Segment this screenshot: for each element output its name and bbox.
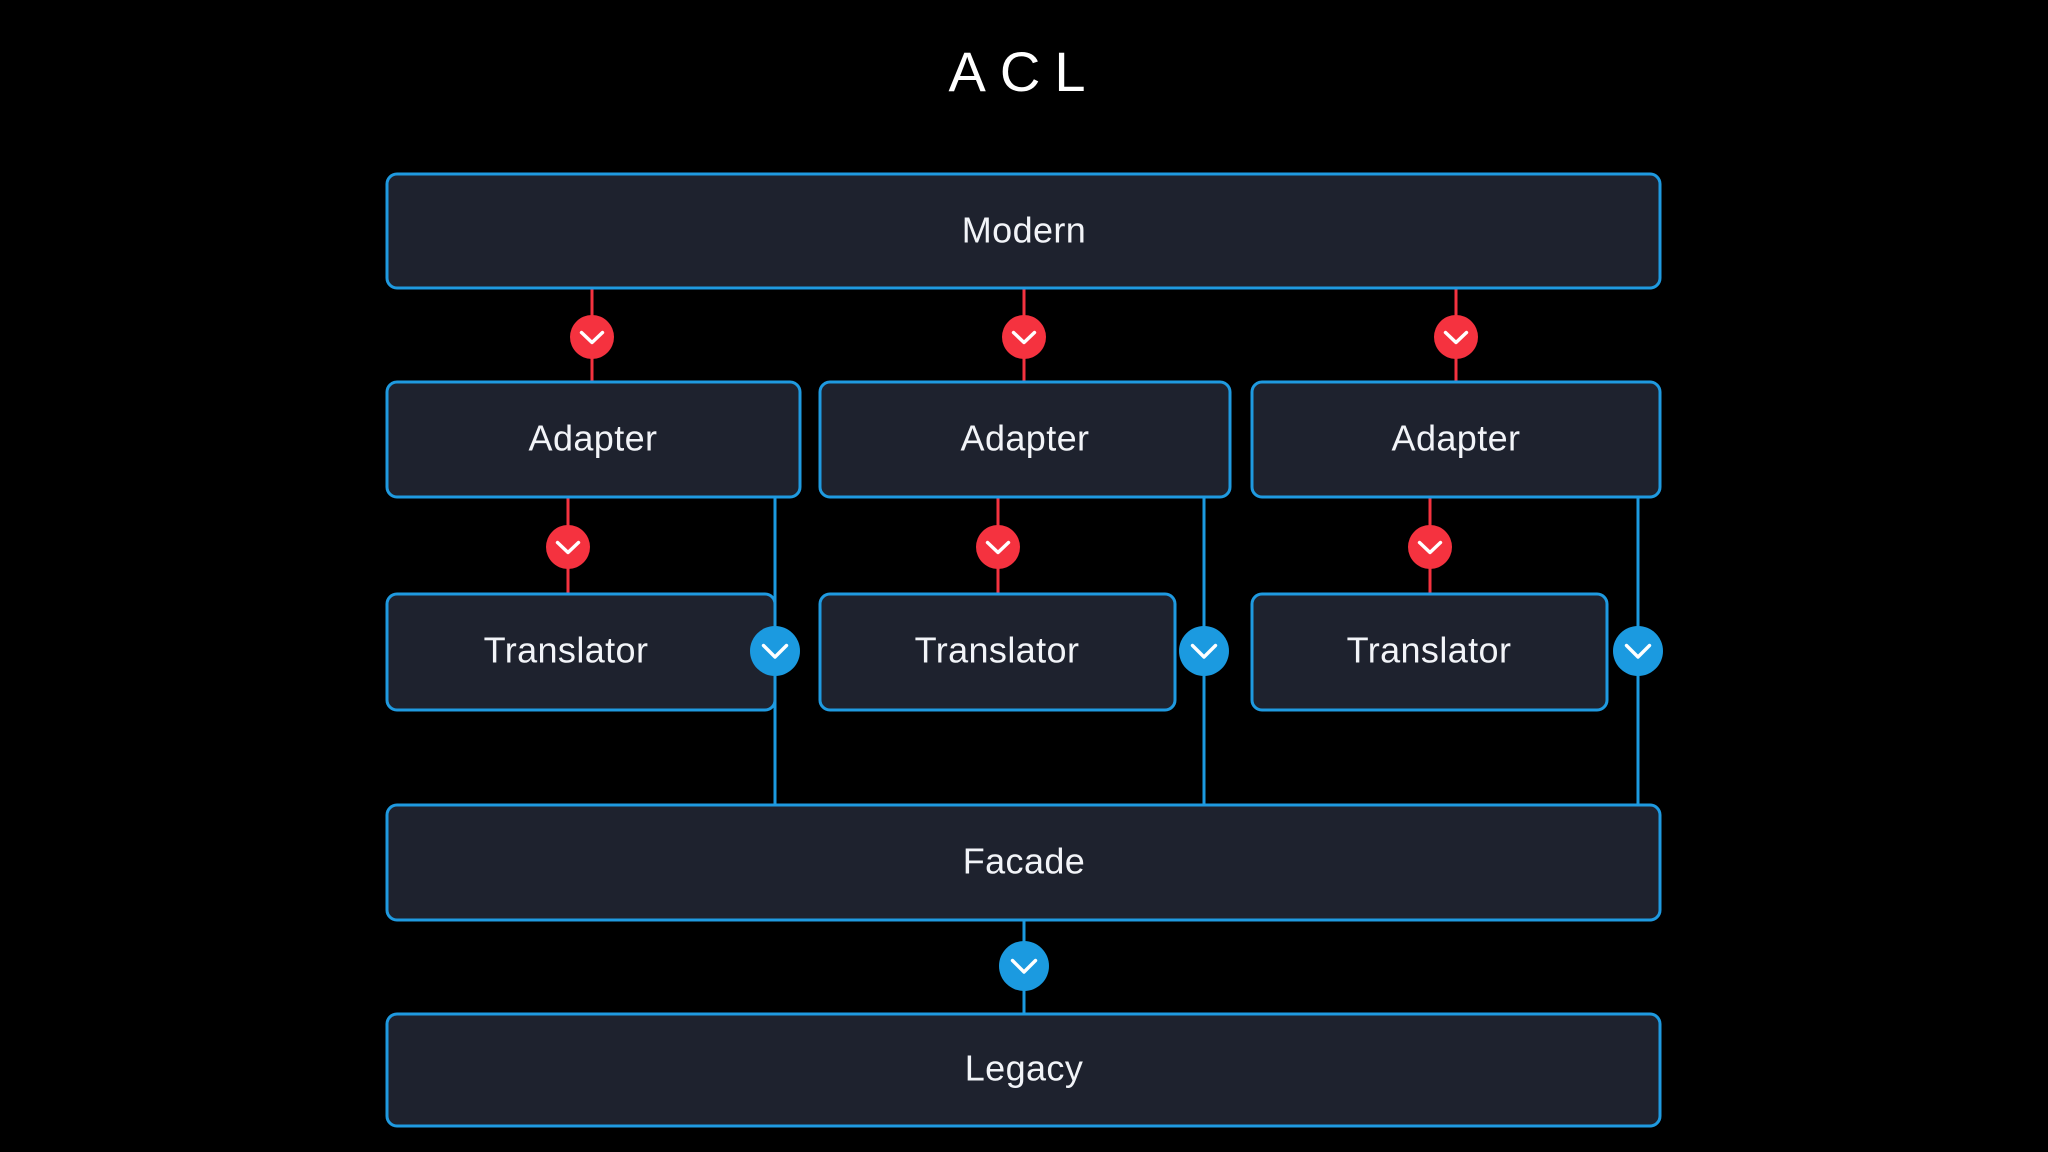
- node-modern-label: Modern: [962, 210, 1086, 251]
- marker-layer: [546, 315, 1663, 991]
- marker-modern-to-adapter-2-circle[interactable]: [1002, 315, 1046, 359]
- chevron-down-icon: [1624, 643, 1652, 659]
- marker-modern-to-adapter-2[interactable]: [1002, 315, 1046, 359]
- marker-modern-to-adapter-1-circle[interactable]: [570, 315, 614, 359]
- node-translator-1[interactable]: Translator: [385, 592, 777, 712]
- node-translator-3-box[interactable]: [1250, 592, 1609, 712]
- marker-facade-to-legacy[interactable]: [999, 941, 1049, 991]
- node-adapter-1-box[interactable]: [385, 380, 802, 499]
- node-modern[interactable]: Modern: [385, 172, 1662, 290]
- node-translator-3[interactable]: Translator: [1250, 592, 1609, 712]
- node-translator-1-label: Translator: [484, 630, 649, 671]
- marker-adapter-3-to-translator-3-circle[interactable]: [1408, 525, 1452, 569]
- node-adapter-2-label: Adapter: [961, 418, 1090, 459]
- marker-adapter-3-to-translator-3[interactable]: [1408, 525, 1452, 569]
- node-legacy[interactable]: Legacy: [385, 1012, 1662, 1128]
- node-legacy-label: Legacy: [965, 1048, 1084, 1089]
- chevron-down-icon: [579, 330, 605, 345]
- node-translator-2[interactable]: Translator: [818, 592, 1177, 712]
- node-adapter-1[interactable]: Adapter: [385, 380, 802, 499]
- chevron-down-icon: [985, 540, 1011, 555]
- chevron-down-icon: [1417, 540, 1443, 555]
- chevron-down-icon: [761, 643, 789, 659]
- chevron-down-icon: [555, 540, 581, 555]
- node-modern-box[interactable]: [385, 172, 1662, 290]
- node-translator-2-label: Translator: [915, 630, 1080, 671]
- marker-modern-to-adapter-1[interactable]: [570, 315, 614, 359]
- marker-modern-to-adapter-3-circle[interactable]: [1434, 315, 1478, 359]
- chevron-down-icon: [1011, 330, 1037, 345]
- node-layer: Modern Adapter Adapter Adapter Translato…: [385, 172, 1662, 1128]
- node-adapter-3[interactable]: Adapter: [1250, 380, 1662, 499]
- chevron-down-icon: [1443, 330, 1469, 345]
- node-legacy-box[interactable]: [385, 1012, 1662, 1128]
- marker-adapter-1-to-translator-1-circle[interactable]: [546, 525, 590, 569]
- marker-adapter-2-to-facade-circle[interactable]: [1179, 626, 1229, 676]
- node-translator-3-label: Translator: [1347, 630, 1512, 671]
- node-adapter-2-box[interactable]: [818, 380, 1232, 499]
- node-adapter-2[interactable]: Adapter: [818, 380, 1232, 499]
- node-translator-2-box[interactable]: [818, 592, 1177, 712]
- marker-adapter-1-to-translator-1[interactable]: [546, 525, 590, 569]
- marker-adapter-3-to-facade-circle[interactable]: [1613, 626, 1663, 676]
- chevron-down-icon: [1190, 643, 1218, 659]
- page-title: ACL: [949, 40, 1100, 103]
- marker-adapter-1-to-facade-circle[interactable]: [750, 626, 800, 676]
- marker-modern-to-adapter-3[interactable]: [1434, 315, 1478, 359]
- node-adapter-3-box[interactable]: [1250, 380, 1662, 499]
- node-facade[interactable]: Facade: [385, 803, 1662, 922]
- marker-adapter-2-to-translator-2[interactable]: [976, 525, 1020, 569]
- marker-adapter-1-to-facade[interactable]: [750, 626, 800, 676]
- node-facade-box[interactable]: [385, 803, 1662, 922]
- marker-adapter-3-to-facade[interactable]: [1613, 626, 1663, 676]
- marker-adapter-2-to-translator-2-circle[interactable]: [976, 525, 1020, 569]
- node-adapter-3-label: Adapter: [1392, 418, 1521, 459]
- chevron-down-icon: [1010, 958, 1038, 974]
- node-facade-label: Facade: [963, 841, 1085, 882]
- marker-adapter-2-to-facade[interactable]: [1179, 626, 1229, 676]
- node-adapter-1-label: Adapter: [529, 418, 658, 459]
- marker-facade-to-legacy-circle[interactable]: [999, 941, 1049, 991]
